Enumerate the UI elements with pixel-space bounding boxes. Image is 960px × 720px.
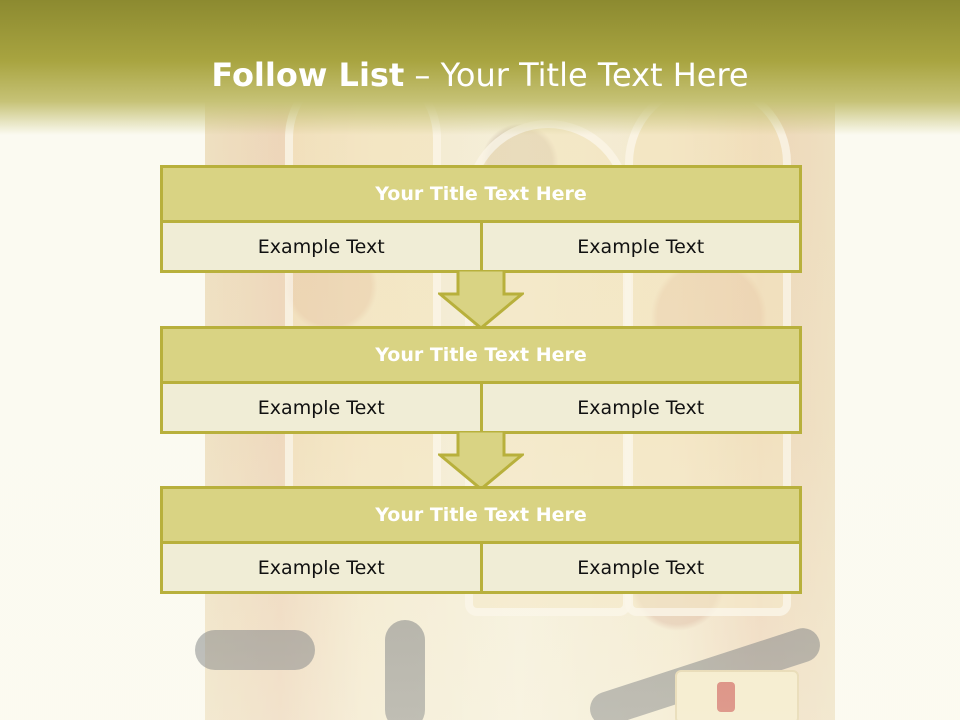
step-cell-right: Example Text bbox=[482, 384, 802, 434]
step-cell-left: Example Text bbox=[160, 223, 483, 273]
step-title: Your Title Text Here bbox=[160, 165, 802, 223]
model-base-block bbox=[675, 670, 799, 720]
step-block-3: Your Title Text Here Example Text Exampl… bbox=[160, 486, 802, 594]
step-title: Your Title Text Here bbox=[160, 326, 802, 384]
slide-title: Follow List – Your Title Text Here bbox=[0, 55, 960, 95]
step-row: Example Text Example Text bbox=[160, 223, 802, 273]
title-band bbox=[0, 0, 960, 135]
step-row: Example Text Example Text bbox=[160, 384, 802, 434]
step-row: Example Text Example Text bbox=[160, 544, 802, 594]
step-block-1: Your Title Text Here Example Text Exampl… bbox=[160, 165, 802, 273]
red-marker bbox=[717, 682, 735, 712]
title-bold: Follow List bbox=[211, 56, 405, 94]
step-block-2: Your Title Text Here Example Text Exampl… bbox=[160, 326, 802, 434]
step-title: Your Title Text Here bbox=[160, 486, 802, 544]
step-cell-right: Example Text bbox=[482, 223, 802, 273]
step-cell-left: Example Text bbox=[160, 384, 483, 434]
vessel-shape bbox=[195, 630, 315, 670]
step-cell-left: Example Text bbox=[160, 544, 483, 594]
down-arrow-icon bbox=[438, 431, 524, 491]
step-cell-right: Example Text bbox=[482, 544, 802, 594]
title-rest: – Your Title Text Here bbox=[404, 56, 749, 94]
down-arrow-icon bbox=[438, 270, 524, 330]
vessel-shape bbox=[385, 620, 425, 720]
